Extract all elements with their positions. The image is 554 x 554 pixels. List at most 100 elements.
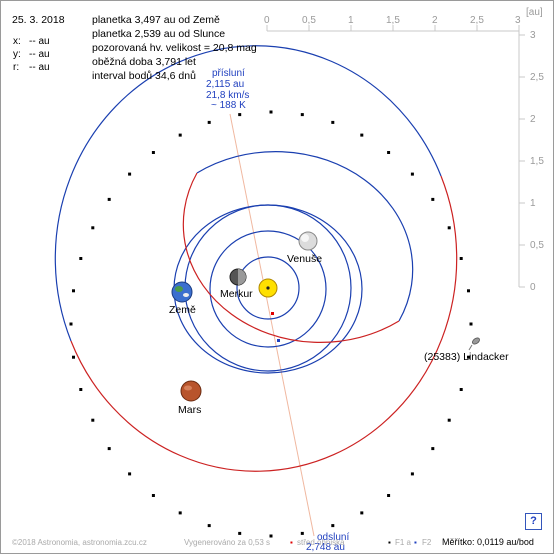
orbit-point xyxy=(360,511,364,515)
coord-r-label: r: xyxy=(13,62,20,73)
orbit-point xyxy=(300,531,304,535)
info-distance-earth: planetka 3,497 au od Země xyxy=(92,14,220,26)
f2-legend-label: F2 xyxy=(422,538,432,547)
orbit-point xyxy=(91,226,95,230)
coord-y-value: -- au xyxy=(29,49,50,60)
orbit-point xyxy=(69,322,73,326)
orbit-point xyxy=(331,524,335,528)
f1-legend-label: F1 a xyxy=(395,538,412,547)
right-tick-3: 1,5 xyxy=(530,156,544,167)
coord-x-label: x: xyxy=(13,36,21,47)
orbit-point xyxy=(107,197,111,201)
inner-orbit xyxy=(209,230,327,348)
orbit-point xyxy=(331,120,335,124)
orbit-point xyxy=(431,447,435,451)
right-tick-6: 0 xyxy=(530,282,536,293)
f2-legend-swatch: ▪ xyxy=(414,538,417,547)
top-tick-2: 1 xyxy=(348,15,354,26)
orbit-point xyxy=(207,524,211,528)
perihelion-temperature: ~ 188 K xyxy=(211,100,246,111)
venus-label: Venuše xyxy=(287,253,323,265)
asteroid-orbit-points xyxy=(69,110,473,538)
orbit-point xyxy=(467,355,470,359)
venus-icon[interactable] xyxy=(298,231,318,251)
apsidal-line xyxy=(229,113,315,537)
right-scale xyxy=(518,31,525,288)
orbit-point xyxy=(459,257,463,260)
orbit-point xyxy=(91,418,95,422)
orbit-point xyxy=(151,494,155,497)
orbit-point xyxy=(151,151,155,154)
aphelion-distance: 2,748 au xyxy=(306,542,345,553)
orbit-point xyxy=(431,197,435,201)
orbit-point xyxy=(72,355,75,359)
info-interval: interval bodů 34,6 dnů xyxy=(92,70,196,82)
center-legend-swatch: ▪ xyxy=(290,538,293,547)
perihelion-distance: 2,115 au xyxy=(206,79,245,90)
orbit-point xyxy=(79,257,83,260)
aphelion-title: odsluní xyxy=(317,532,350,543)
asteroid-orbit xyxy=(54,45,458,472)
mars-label: Mars xyxy=(178,404,202,416)
info-distance-sun: planetka 2,539 au od Slunce xyxy=(92,28,226,40)
copyright-text: ©2018 Astronomia, astronomia.zcu.cz xyxy=(12,538,147,547)
scale-label: Měřítko: 0,0119 au/bod xyxy=(442,537,534,547)
orbit-point xyxy=(178,133,182,137)
mars-orbit xyxy=(182,151,414,343)
orbit-point xyxy=(447,226,451,230)
orbit-point xyxy=(387,151,391,154)
orbit-point xyxy=(469,322,473,326)
info-period: oběžná doba 3,791 let xyxy=(92,56,196,68)
orbit-point xyxy=(459,388,463,391)
asteroid-label: (25383) Lindacker xyxy=(424,351,509,363)
perihelion-speed: 21,8 km/s xyxy=(206,90,250,101)
date-label: 25. 3. 2018 xyxy=(12,14,65,26)
coord-y-label: y: xyxy=(13,49,21,60)
top-tick-1: 0,5 xyxy=(302,15,316,26)
right-tick-2: 2 xyxy=(530,114,536,125)
coord-r-value: -- au xyxy=(29,62,50,73)
center-legend-label: střed ohniska xyxy=(297,538,345,547)
orbit-point xyxy=(467,289,470,293)
orbit-point xyxy=(178,511,182,515)
top-tick-6: 3 xyxy=(515,15,521,26)
orbit-point xyxy=(447,418,451,422)
f1-legend-swatch: ▪ xyxy=(388,538,391,547)
perihelion-title: přísluní xyxy=(212,68,245,79)
asteroid-icon[interactable] xyxy=(468,337,481,351)
orbit-point xyxy=(410,172,414,176)
right-tick-4: 1 xyxy=(530,198,536,209)
top-tick-3: 1,5 xyxy=(386,15,400,26)
sun-center xyxy=(266,286,270,290)
right-tick-0: 3 xyxy=(530,30,536,41)
earth-label: Země xyxy=(169,304,196,316)
orbit-point xyxy=(269,534,273,538)
coord-x-value: -- au xyxy=(29,36,50,47)
info-magnitude: pozorovaná hv. velikost = 20,8 mag xyxy=(92,42,257,54)
mercury-icon[interactable] xyxy=(229,268,247,286)
top-tick-5: 2,5 xyxy=(470,15,484,26)
orbit-point xyxy=(207,120,211,124)
orbit-point xyxy=(300,113,304,117)
axis-unit: [au] xyxy=(526,7,543,18)
mars-icon[interactable] xyxy=(180,380,202,402)
top-scale xyxy=(266,25,520,32)
generated-time: Vygenerováno za 0,53 s xyxy=(184,538,270,547)
top-tick-4: 2 xyxy=(432,15,438,26)
help-button[interactable]: ? xyxy=(525,513,542,530)
earth-icon[interactable] xyxy=(171,281,193,303)
orbit-point xyxy=(360,133,364,137)
second-focus-marker xyxy=(277,339,280,342)
earth-orbit xyxy=(173,204,363,374)
orbit-point xyxy=(238,531,242,535)
orbit-point xyxy=(79,388,83,391)
mercury-label: Merkur xyxy=(220,288,253,300)
orbit-point xyxy=(269,110,273,114)
ellipse-center-marker xyxy=(271,312,274,315)
orbit-point xyxy=(128,472,132,476)
orbit-point xyxy=(238,113,242,117)
top-tick-0: 0 xyxy=(264,15,270,26)
right-tick-1: 2,5 xyxy=(530,72,544,83)
